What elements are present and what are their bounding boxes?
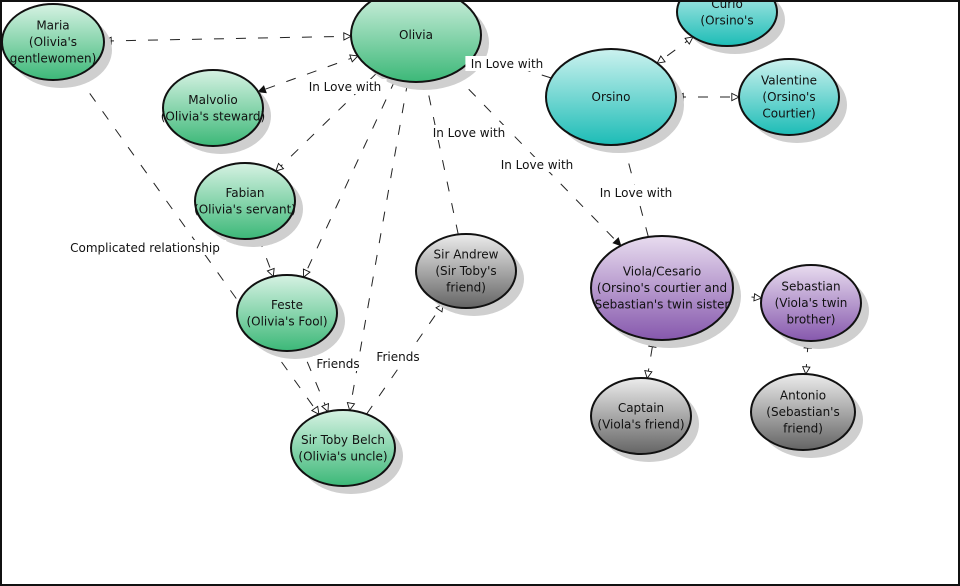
node-label: Captain [618,401,664,415]
node-maria[interactable]: Maria (Olivia's gentlewomen) [1,3,112,88]
node-label: (Orsino's [700,13,753,27]
nodes-layer: Maria (Olivia's gentlewomen) OliviaMalvolio… [1,0,869,494]
node-ellipse[interactable] [738,58,840,136]
node-ellipse[interactable] [590,235,734,341]
node-andrew[interactable]: Sir Andrew (Sir Toby's friend) [415,233,524,316]
node-label: Antonio [780,389,826,403]
edge-maria-olivia[interactable] [104,36,351,41]
node-ellipse[interactable] [545,48,677,146]
node-olivia[interactable]: Olivia [350,0,489,90]
node-ellipse[interactable] [415,233,517,309]
node-label: Maria [36,19,69,33]
edge-label: In Love with [309,80,382,94]
node-ellipse[interactable] [162,69,264,147]
edge-olivia-malvolio[interactable] [258,56,358,92]
edge-andrew-olivia[interactable] [426,81,459,235]
node-label: (Olivia's servant) [194,202,296,216]
node-label: Sebastian [781,280,840,294]
node-label: Sebastian's twin sister [595,298,730,312]
node-label: friend) [783,422,823,436]
node-fabian[interactable]: Fabian (Olivia's servant) [194,162,303,247]
edge-label: Friends [376,350,419,364]
node-viola[interactable]: Viola/Cesario (Orsino's courtier andSebas… [590,235,741,348]
node-label: Fabian [225,186,264,200]
node-label: (Olivia's [29,35,77,49]
edge-label-background [495,157,579,172]
edge-label: In Love with [433,126,506,140]
edge-label-background [372,349,424,364]
node-ellipse[interactable] [350,0,482,83]
node-label: (Orsino's [762,90,815,104]
node-label: Sir Toby Belch [301,433,385,447]
node-label: Viola/Cesario [623,265,701,279]
edge-label: In Love with [471,57,544,71]
node-ellipse[interactable] [590,377,692,455]
node-captain[interactable]: Captain (Viola's friend) [590,377,699,462]
node-ellipse[interactable] [194,162,296,240]
edge-label-background [427,125,511,140]
edge-olivia-viola[interactable] [453,73,620,245]
edge-label: In Love with [501,158,574,172]
node-ellipse[interactable] [676,0,778,47]
edge-label-background [63,240,227,255]
node-malvolio[interactable]: Malvolio (Olivia's steward) [161,69,271,154]
edge-label: Friends [316,357,359,371]
node-ellipse[interactable] [290,409,396,487]
edge-label-background [303,79,387,94]
node-ellipse[interactable] [760,264,862,342]
node-label: (Sir Toby's [435,264,496,278]
node-label: (Viola's twin [775,296,848,310]
node-label: Malvolio [188,93,238,107]
node-curio[interactable]: Curio (Orsino's [676,0,785,54]
node-ellipse[interactable] [236,274,338,352]
node-label: Sir Andrew [434,248,499,262]
edge-label-background [312,356,364,371]
edge-label-background [465,56,549,71]
node-label: (Sebastian's [766,405,839,419]
node-antonio[interactable]: Antonio (Sebastian's friend) [750,373,863,458]
node-label: Olivia [399,28,433,42]
edge-label: Complicated relationship [70,241,220,255]
node-label: (Olivia's steward) [161,109,265,123]
node-label: friend) [446,281,486,295]
edge-labels-layer: Complicated relationship In Love with In L… [63,56,678,371]
edge-maria-toby[interactable] [76,75,319,415]
node-sebastian[interactable]: Sebastian (Viola's twin brother) [760,264,869,349]
node-ellipse[interactable] [750,373,856,451]
edge-olivia-feste[interactable] [304,79,396,278]
node-orsino[interactable]: Orsino [545,48,684,153]
edge-curio-orsino[interactable] [657,37,693,63]
node-feste[interactable]: Feste (Olivia's Fool) [236,274,345,359]
node-label: (Olivia's uncle) [298,449,387,463]
node-label: (Olivia's Fool) [246,314,327,328]
edge-label-background [594,185,678,200]
node-label: Orsino [592,90,631,104]
node-label: Curio [711,0,743,11]
node-label: Valentine [761,74,817,88]
node-label: gentlewomen) [10,52,97,66]
edge-label: In Love with [600,186,673,200]
node-label: (Orsino's courtier and [597,281,727,295]
node-label: brother) [787,313,836,327]
node-label: Feste [271,298,303,312]
node-ellipse[interactable] [1,3,105,81]
node-label: (Viola's friend) [597,417,684,431]
edge-captain-viola[interactable] [647,340,653,379]
node-label: Courtier) [762,107,815,121]
node-toby[interactable]: Sir Toby Belch (Olivia's uncle) [290,409,403,494]
